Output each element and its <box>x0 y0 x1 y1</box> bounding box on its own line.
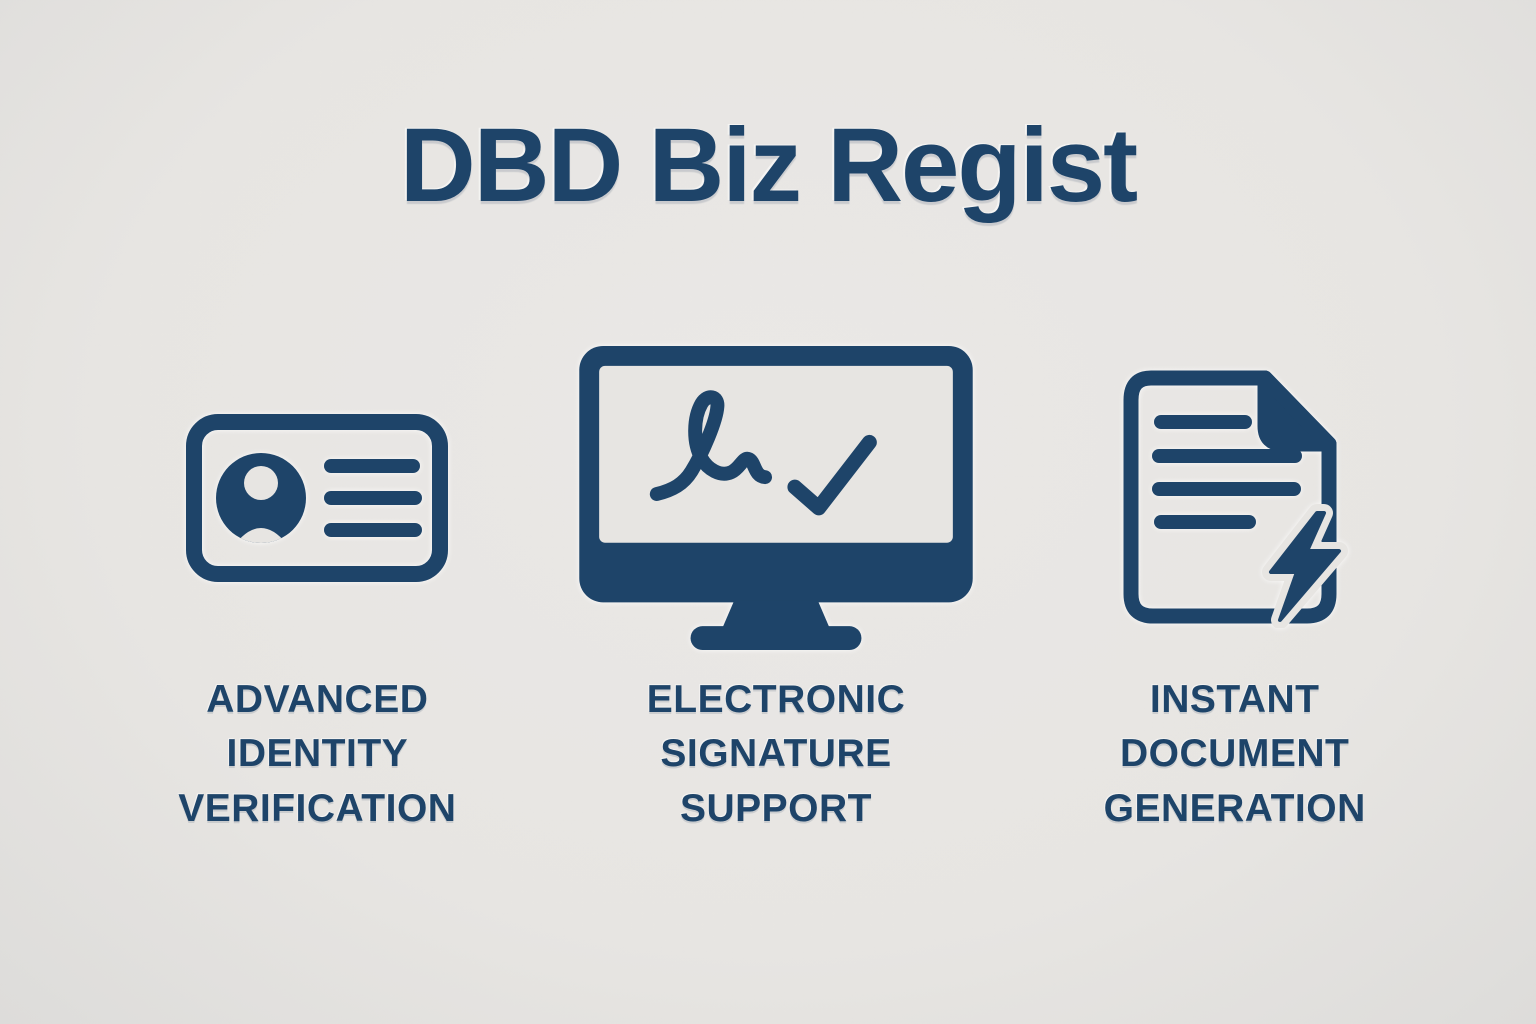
id-card-icon <box>185 346 449 651</box>
feature-label: INSTANT DOCUMENT GENERATION <box>1103 677 1366 830</box>
document-lightning-icon <box>1117 346 1352 651</box>
id-card-icon-svg <box>186 414 449 582</box>
page-title: DBD Biz Regist <box>399 107 1138 224</box>
feature-electronic-signature: ELECTRONIC SIGNATURE SUPPORT <box>547 345 1006 837</box>
feature-label: ADVANCED IDENTITY VERIFICATION <box>178 677 457 830</box>
infographic-canvas: DBD Biz Regist <box>0 108 1536 1024</box>
features-row: ADVANCED IDENTITY VERIFICATION <box>0 345 1536 837</box>
feature-document-generation: INSTANT DOCUMENT GENERATION <box>1005 346 1464 837</box>
document-lightning-icon-svg <box>1123 370 1349 628</box>
monitor-signature-icon <box>577 345 975 651</box>
feature-identity-verification: ADVANCED IDENTITY VERIFICATION <box>88 346 547 837</box>
feature-label: ELECTRONIC SIGNATURE SUPPORT <box>646 677 906 830</box>
monitor-signature-icon-svg <box>579 345 973 651</box>
